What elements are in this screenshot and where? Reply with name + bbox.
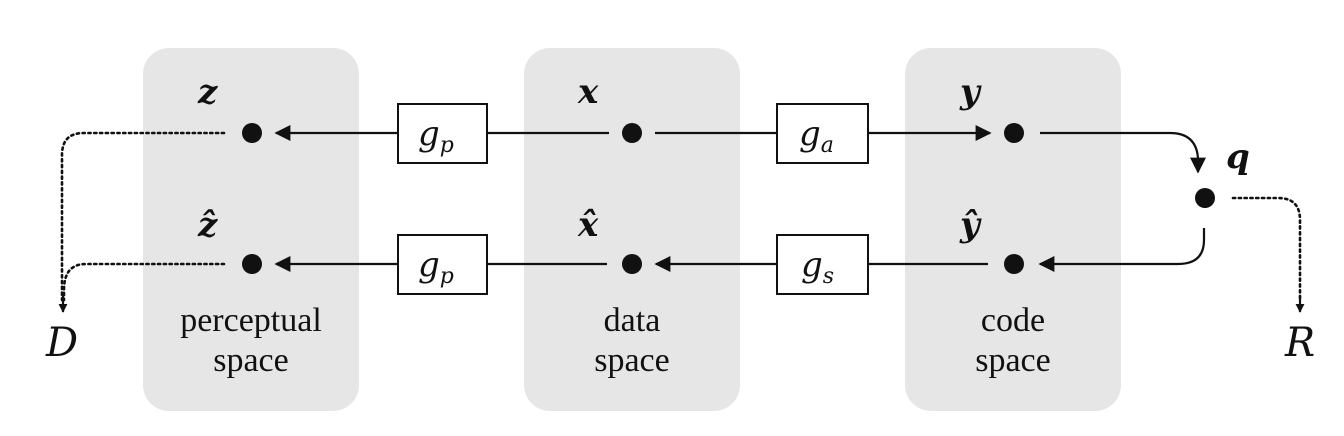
caption-perceptual-line1: perceptual: [180, 302, 322, 339]
arrow-y-to-q: [1040, 131, 1206, 174]
svg-text:gp: gp: [418, 245, 454, 289]
transform-gs: gs: [776, 234, 869, 295]
node-q: [1195, 188, 1215, 208]
gp-bottom-sub: p: [440, 264, 454, 289]
gp-bottom-base: g: [418, 245, 440, 285]
dotted-z-to-d: [60, 131, 226, 302]
label-distortion: D: [45, 320, 78, 366]
svg-text:ga: ga: [799, 114, 834, 158]
node-z-hat: [242, 254, 262, 274]
label-q: q: [1226, 137, 1250, 177]
transform-gp-top: gp: [397, 103, 488, 164]
node-y: [1004, 123, 1024, 143]
arrow-q-to-yhat: [1038, 228, 1206, 272]
dotted-q-to-r: [1231, 196, 1302, 302]
code-space-panel: [905, 48, 1121, 411]
caption-data-line2: space: [594, 342, 670, 379]
caption-code-line2: space: [975, 342, 1051, 379]
label-x-hat: x̂: [577, 205, 599, 245]
data-space-panel: [524, 48, 740, 411]
caption-perceptual-line2: space: [213, 342, 289, 379]
transform-gp-bottom: gp: [397, 234, 488, 295]
ga-base: g: [799, 114, 821, 154]
node-y-hat: [1004, 254, 1024, 274]
transform-ga: ga: [776, 103, 869, 164]
perceptual-space-panel: [143, 48, 359, 411]
caption-data-line1: data: [604, 302, 661, 339]
svg-text:gs: gs: [801, 245, 834, 289]
label-y: y: [959, 72, 982, 112]
gs-base: g: [801, 245, 823, 285]
label-z: z: [197, 72, 218, 112]
label-z-hat: ẑ: [197, 205, 218, 245]
node-z: [242, 123, 262, 143]
label-rate: R: [1284, 320, 1315, 366]
gp-top-sub: p: [440, 133, 454, 158]
caption-code-line1: code: [981, 302, 1045, 339]
gp-top-base: g: [418, 114, 440, 154]
dotted-zhat-to-d: [62, 262, 226, 302]
gs-sub: s: [823, 264, 834, 289]
svg-text:gp: gp: [418, 114, 454, 158]
node-x-hat: [622, 254, 642, 274]
node-x: [622, 123, 642, 143]
label-x: x: [577, 72, 599, 112]
label-y-hat: ŷ: [959, 205, 982, 245]
ga-sub: a: [821, 133, 834, 158]
